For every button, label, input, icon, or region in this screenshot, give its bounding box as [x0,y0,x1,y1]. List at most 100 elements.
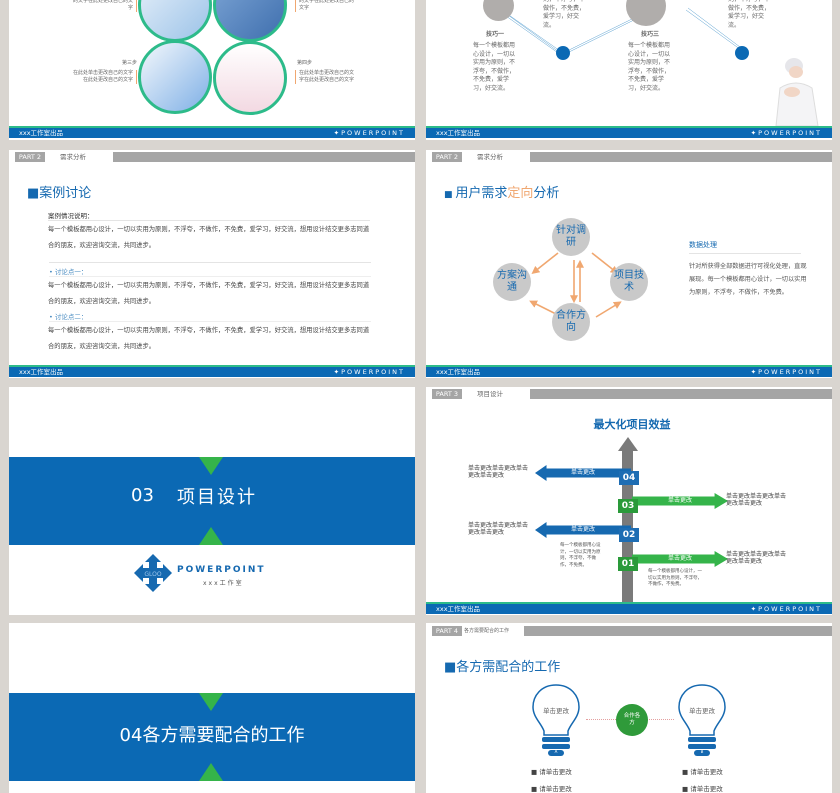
bullet-b-1: ■ 请单击更改 [682,768,723,776]
footer-credit: xxx工作室出品 [19,129,64,137]
triangle-down-icon [199,693,223,711]
divider [49,262,371,263]
section-title: 项目设计 [177,487,257,508]
connector-lines [505,7,749,56]
point1-label: • 讨论点一： [49,266,371,277]
logo-text: POWERPOINT [177,565,266,575]
node-plan: 方案沟通 [493,263,531,301]
connector-right [644,719,674,720]
tip4-text: 则，不浮夸，不做作，不免费，爱学习，好交流。 [728,0,771,29]
slide-header: PART 3 项目设计 [432,389,832,399]
nurses-photo [213,41,287,115]
footer-credit: xxx工作室出品 [436,605,481,613]
step-01-number: 01 [618,557,638,571]
slide-title: ■各方需配合的工作 [444,660,561,675]
slide-footer: xxx工作室出品POWERPOINT [9,126,415,138]
step-03-side-text: 单击更改单击更改单击更改单击更改 [726,493,787,507]
slide-title: ■案例讨论 [27,186,92,201]
section-label: 项目设计 [477,390,503,398]
bulb-a-letter: A [554,749,558,754]
slide-footer: xxx工作室出品POWERPOINT [9,365,415,377]
node-tech: 项目技术 [610,263,648,301]
part-label: PART 3 [432,389,462,399]
tip2-text: 则，不浮夸，不做作，不免费，爱学习，好交流。 [543,0,586,29]
logo-mark-text: GLOO [144,571,162,578]
slide-footer: xxx工作室出品 POWERPOINT [426,365,832,377]
tip3-text: 每一个模板都用心设计，一切以实用为原则，不浮夸，不做作，不免费，爱学习，好交流。 [628,42,671,92]
point2-label: • 讨论点二： [49,311,371,322]
footer-brand: POWERPOINT [751,604,822,614]
doctor-photo [138,0,212,42]
section-label: 需求分析 [477,153,503,161]
step-01-arrow[interactable]: 单击更改 [632,551,728,567]
header-bar [530,152,832,162]
bullet-b-2: ■ 请单击更改 [682,785,723,793]
footer-credit: xxx工作室出品 [436,368,481,376]
tip4-dot [735,46,749,60]
bulb-b-letter: B [700,749,704,754]
slide-title: 最大化项目效益 [593,418,671,431]
step-text-top-right: 的文字在此处更改自己的文字 [295,0,355,12]
step-02-number: 02 [619,528,639,542]
slide-footer: xxx工作室出品 POWERPOINT [426,126,832,138]
tip1-circle [483,0,514,21]
section-number: 03 [131,485,154,506]
slide-thumbnail-tips[interactable]: 技巧一 每一个模板都用心设计，一切以实用为原则，不浮夸，不做作，不免费，爱学习，… [426,0,832,140]
step-01-side-text: 单击更改单击更改单击更改单击更改 [726,551,787,565]
footer-brand: POWERPOINT [751,367,822,377]
slide-footer: xxx工作室出品 POWERPOINT [426,602,832,614]
center-circle: 合作各方 [616,704,648,736]
step2-text: 的文字在此处更改自己的文字 [71,0,137,12]
step3-title: 第三步 [121,60,137,66]
case-text: 每一个模板都用心设计，一切以实用为原则，不浮夸，不做作，不免费，爱学习，好交流，… [48,226,370,249]
point2-text: 每一个模板都用心设计，一切以实用为原则，不浮夸，不做作，不免费，爱学习，好交流，… [48,327,370,350]
step-02-arrow[interactable]: 单击更改 [535,522,631,538]
logo-mark-icon: GLOO [134,554,172,592]
slide-thumbnail-section-04[interactable]: 04各方需要配合的工作 [9,623,415,793]
stethoscope-photo [213,0,287,42]
lightbulb-a-icon [532,684,580,756]
step-04-arrow[interactable]: 单击更改 [535,465,631,481]
step4-title: 第四步 [297,60,313,66]
tip1-text: 每一个模板都用心设计，一切以实用为原则，不浮夸，不做作，不免费，爱学习，好交流。 [473,42,516,92]
step-04-side-text: 单击更改单击更改单击更改单击更改 [468,465,529,479]
nurse-image [775,58,819,126]
slide-thumbnail-section-03[interactable]: 03 项目设计 GLOO POWERPOINT xxx工作室 [9,387,415,615]
header-bar [530,389,832,399]
part-label: PART 2 [432,152,462,162]
part-label: PART 2 [15,152,45,162]
footer-credit: xxx工作室出品 [436,129,481,137]
note-left: 每一个模板都用心设计，一切以实用为原则，不浮夸，不做作，不免费。 [560,543,601,568]
slide-thumbnail-steps[interactable]: 的文字在此处更改自己的文字 的文字在此处更改自己的文字 第三步 在此处单击更改自… [9,0,415,140]
step3-text: 在此处单击更改自己的文字在此处更改自己的文字 [71,70,137,84]
bullet-a-2: ■ 请单击更改 [531,785,572,793]
medical-tech-photo [138,40,212,114]
connector-left [586,719,616,720]
footer-brand: POWERPOINT [751,128,822,138]
note-right: 每一个模板都用心设计，一切以实用为原则，不浮夸，不做作，不免费。 [648,569,702,587]
header-bar [113,152,415,162]
case-label: 案例情况说明： [48,210,370,221]
growth-arrow-head-icon [618,437,638,451]
tip1-title: 技巧一 [486,31,505,38]
bulb-b-label: 单击更改 [689,707,715,715]
step-04-number: 04 [619,471,639,485]
bulb-a-label: 单击更改 [543,707,569,715]
logo-subtitle: xxx工作室 [203,580,244,587]
title-highlight: 定向 [507,186,534,201]
side-text: 针对所获得全部数据进行可视化处理，直观展现。每一个模板都用心设计，一切以实用为原… [689,263,807,296]
header-bar [524,626,832,636]
step-03-arrow[interactable]: 单击更改 [632,493,728,509]
section-title: 04各方需要配合的工作 [119,725,305,746]
node-cooperation: 合作方向 [552,303,590,341]
step4-text: 在此处单击更改自己的文字在此处更改自己的文字 [295,70,355,84]
part-label: PART 4 [432,626,462,636]
triangle-up-icon [199,527,223,545]
triangle-up-icon [199,763,223,781]
